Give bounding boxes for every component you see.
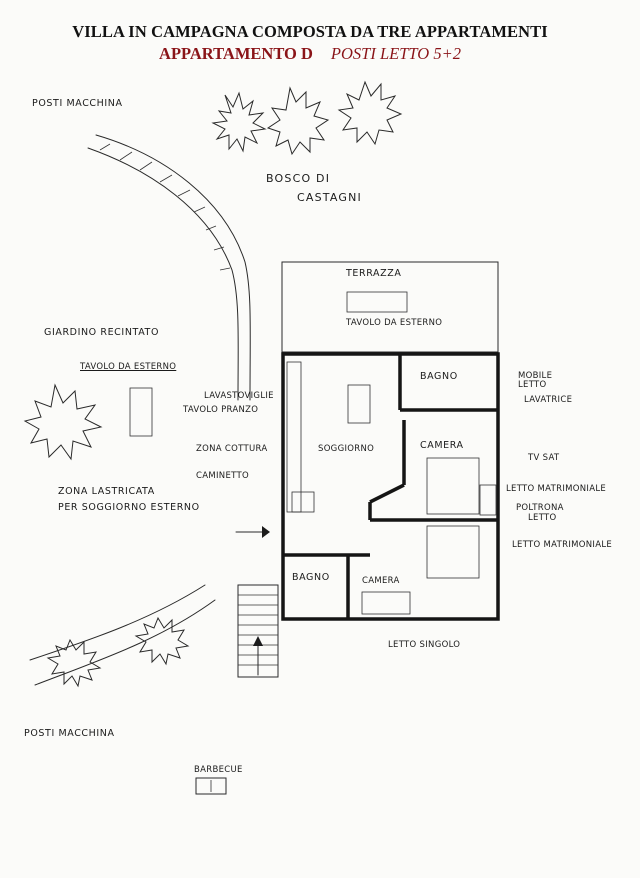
entrance-arrow — [235, 526, 270, 538]
fireplace-label: CAMINETTO — [196, 471, 249, 481]
garden-path — [29, 584, 216, 686]
terrace-label: TERRAZZA — [346, 268, 402, 279]
armchair-shape — [479, 484, 497, 516]
bath-top-label: BAGNO — [420, 371, 458, 382]
apartment-walls — [281, 352, 500, 621]
parking-bottom-label: POSTI MACCHINA — [24, 728, 115, 739]
paved-label-1: ZONA LASTRICATA — [58, 486, 155, 497]
dishwasher-label: LAVASTOVIGLIE — [204, 391, 274, 401]
kitchen-counter — [286, 361, 302, 513]
apartment-subtitle: APPARTAMENTO D POSTI LETTO 5+2 — [0, 44, 620, 64]
page-title: VILLA IN CAMPAGNA COMPOSTA DA TRE APPART… — [72, 22, 548, 41]
armchair-label-2: LETTO — [528, 513, 557, 523]
garden-label: GIARDINO RECINTATO — [44, 327, 160, 338]
fireplace-shape — [291, 491, 315, 513]
terrace-table-shape — [346, 291, 408, 313]
dining-table-label: TAVOLO PRANZO — [183, 405, 259, 415]
terrace-outline — [281, 261, 499, 353]
forest-label-2: CASTAGNI — [297, 191, 362, 204]
tree-bottom-2 — [46, 638, 102, 688]
beds-note: POSTI LETTO 5+2 — [330, 44, 461, 63]
parking-top-label: POSTI MACCHINA — [32, 98, 123, 109]
garden-table-shape — [129, 387, 153, 437]
tree-bottom-1 — [134, 616, 190, 666]
garden-tree — [23, 383, 103, 461]
staircase — [237, 584, 279, 678]
forest-label-1: BOSCO DI — [266, 172, 331, 185]
double-bed-bottom-label: LETTO MATRIMONIALE — [512, 540, 613, 550]
dining-table-shape — [347, 384, 371, 424]
bed-top-shape — [426, 457, 480, 515]
single-bed-label: LETTO SINGOLO — [388, 640, 461, 650]
bedroom-bottom-label: CAMERA — [362, 576, 400, 586]
washer-label: LAVATRICE — [524, 395, 573, 405]
paved-label-2: PER SOGGIORNO ESTERNO — [58, 502, 200, 513]
single-bed-shape — [361, 591, 411, 615]
tv-label: TV SAT — [528, 453, 560, 463]
barbecue-label: BARBECUE — [194, 765, 243, 775]
furniture-label-2: LETTO — [518, 380, 547, 390]
armchair-label-1: POLTRONA — [516, 503, 564, 513]
apartment-name: APPARTAMENTO D — [159, 44, 313, 63]
terrace-table-label: TAVOLO DA ESTERNO — [346, 318, 443, 328]
bedroom-top-label: CAMERA — [420, 440, 464, 451]
chestnut-trees — [211, 80, 403, 156]
furniture-label-1: MOBILE — [518, 371, 553, 381]
double-bed-top-label: LETTO MATRIMONIALE — [506, 484, 607, 494]
kitchen-label: ZONA COTTURA — [196, 444, 268, 454]
header: VILLA IN CAMPAGNA COMPOSTA DA TRE APPART… — [0, 22, 620, 64]
bed-bottom-shape — [426, 525, 480, 579]
driveway-curve — [87, 134, 251, 401]
bath-bottom-label: BAGNO — [292, 572, 330, 583]
garden-table-label: TAVOLO DA ESTERNO — [80, 362, 177, 372]
barbecue-shape — [195, 777, 227, 795]
living-label: SOGGIORNO — [318, 444, 375, 454]
